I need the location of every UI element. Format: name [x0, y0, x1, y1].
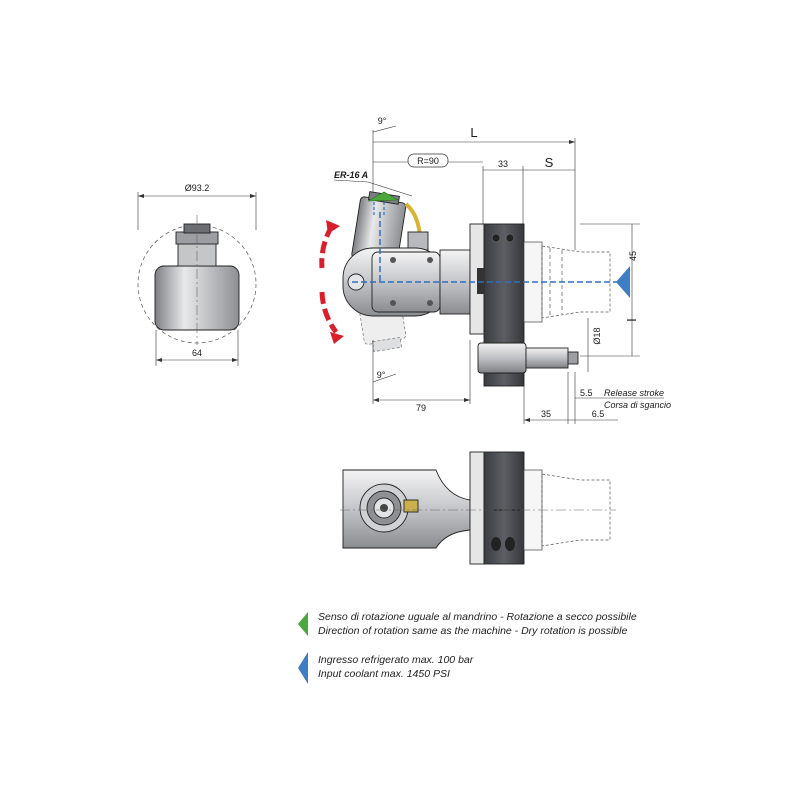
top-flange-hole: [505, 537, 515, 551]
top-flange-light: [469, 451, 485, 565]
lower-pin-tip: [567, 351, 579, 365]
shank-taper: [541, 245, 611, 319]
angle-bottom-ray: [372, 373, 397, 383]
screw: [390, 300, 396, 306]
dim-79-label: 79: [416, 403, 426, 413]
tube-fitting: [407, 231, 429, 251]
legend-blue-marker: [298, 652, 308, 684]
arrow-head: [232, 358, 238, 362]
arrow-head: [464, 398, 470, 402]
blue-coolant-marker: [616, 266, 630, 298]
arrow-head: [138, 194, 144, 198]
dim-6-5-label: 6.5: [592, 409, 605, 419]
arrow-head: [250, 194, 256, 198]
front-view: L 33 S R=90 9° ER-16 A: [319, 116, 671, 424]
arrow-head: [569, 140, 575, 144]
arrow-head: [524, 418, 530, 422]
screw: [427, 300, 433, 306]
top-shank-taper: [541, 473, 611, 547]
lower-pin-shaft: [525, 347, 569, 369]
collet-leader: [333, 179, 369, 183]
arrow-head: [156, 358, 162, 362]
dim-S-label: S: [545, 155, 554, 170]
screw: [427, 257, 433, 263]
legend-blue-line2: Input coolant max. 1450 PSI: [318, 668, 450, 680]
side-view: Ø93.2 64: [137, 183, 257, 366]
dim-35-label: 35: [541, 409, 551, 419]
dim-18-label: Ø18: [592, 327, 602, 344]
dim-L-label: L: [470, 125, 477, 140]
radius-label: R=90: [417, 156, 439, 166]
width-label: 64: [192, 348, 202, 358]
dim-I-label: I: [624, 318, 639, 322]
rotation-arrowhead-bottom: [330, 332, 344, 344]
legend-green-line1: Senso di rotazione uguale al mandrino - …: [318, 611, 637, 623]
flange-screw: [505, 233, 515, 243]
top-collet-bore: [380, 504, 388, 512]
radius-box: [407, 153, 449, 168]
arrow-head: [373, 398, 379, 402]
top-fitting: [403, 499, 419, 513]
top-dark-flange: [483, 451, 525, 565]
legend: Senso di rotazione uguale al mandrino - …: [298, 611, 637, 684]
legend-green-marker: [298, 612, 308, 636]
green-rotation-marker: [367, 191, 400, 202]
release-stroke-en: Release stroke: [604, 388, 664, 398]
collet-label: ER-16 A: [334, 170, 368, 180]
legend-blue-line1: Ingresso refrigerato max. 100 bar: [318, 654, 474, 666]
screw: [390, 257, 396, 263]
top-flange-hole: [491, 537, 501, 551]
lower-pin-base: [477, 342, 527, 374]
dim-5-5-label: 5.5: [580, 388, 593, 398]
release-stroke-it: Corsa di sgancio: [604, 400, 671, 410]
angle-top-label: 9°: [378, 116, 387, 126]
rotation-arrowhead-top: [326, 220, 340, 234]
legend-green-line2: Direction of rotation same as the machin…: [318, 625, 627, 637]
angle-top-ray: [372, 125, 397, 133]
dim-33-label: 33: [498, 159, 508, 169]
top-view: [340, 451, 616, 565]
diameter-label: Ø93.2: [185, 183, 210, 193]
flange-screw: [491, 233, 501, 243]
key: [477, 268, 485, 294]
collet-leader-2: [367, 181, 413, 197]
rotation-arrow-bottom: [319, 291, 339, 334]
dim-45-label: 45: [628, 251, 638, 261]
angle-bottom-label: 9°: [377, 370, 386, 380]
